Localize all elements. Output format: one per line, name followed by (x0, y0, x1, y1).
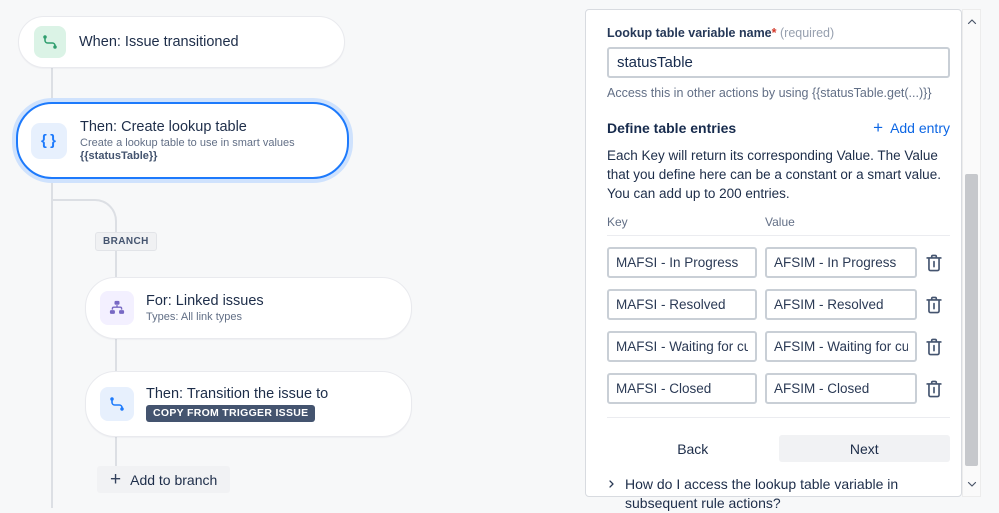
entry-value-input[interactable] (765, 373, 917, 404)
required-asterisk: * (771, 26, 777, 40)
for-card-title: For: Linked issues (146, 293, 264, 309)
linked-issues-hierarchy-icon (100, 291, 134, 325)
trash-icon (926, 296, 942, 313)
entry-key-input[interactable] (607, 373, 757, 404)
workflow-connector-line (51, 68, 53, 508)
trash-icon (926, 338, 942, 355)
scroll-down-icon[interactable] (966, 478, 978, 490)
entry-key-input[interactable] (607, 331, 757, 362)
table-row (607, 373, 949, 404)
help-link-row[interactable]: How do I access the lookup table variabl… (607, 475, 947, 513)
delete-entry-button[interactable] (923, 294, 945, 316)
access-hint-text: Access this in other actions by using {{… (607, 86, 932, 100)
branch-card-linked-issues[interactable]: For: Linked issues Types: All link types (85, 277, 412, 339)
table-header-divider (607, 235, 950, 236)
key-column-header: Key (607, 215, 628, 229)
transition-issue-icon (100, 387, 134, 421)
add-to-branch-label: Add to branch (130, 471, 218, 488)
panel-scrollbar[interactable] (962, 9, 981, 497)
plus-icon: + (873, 118, 884, 137)
entry-key-input[interactable] (607, 247, 757, 278)
table-row (607, 289, 949, 320)
transition-card-title: Then: Transition the issue to (146, 386, 329, 402)
entry-key-input[interactable] (607, 289, 757, 320)
add-entry-button[interactable]: + Add entry (873, 119, 950, 136)
lookup-card-smart-value: {{statusTable}} (80, 150, 158, 162)
lookup-card-title: Then: Create lookup table (80, 119, 247, 135)
delete-entry-button[interactable] (923, 252, 945, 274)
table-bottom-divider (607, 417, 950, 418)
scrollbar-thumb[interactable] (965, 174, 978, 466)
action-card-create-lookup-table[interactable]: { } Then: Create lookup table Create a l… (16, 102, 349, 179)
trash-icon (926, 254, 942, 271)
chevron-right-icon (609, 480, 614, 488)
entry-value-input[interactable] (765, 247, 917, 278)
variable-name-label-text: Lookup table variable name (607, 26, 772, 40)
add-entry-label: Add entry (890, 119, 950, 136)
help-link-text: How do I access the lookup table variabl… (625, 476, 899, 511)
delete-entry-button[interactable] (923, 378, 945, 400)
trigger-card-issue-transitioned[interactable]: When: Issue transitioned (18, 16, 345, 68)
issue-transitioned-icon (34, 26, 66, 58)
lookup-card-subtitle: Create a lookup table to use in smart va… (80, 137, 295, 149)
table-row (607, 331, 949, 362)
value-column-header: Value (765, 215, 795, 229)
variable-name-label: Lookup table variable name* (required) (607, 26, 949, 40)
back-button[interactable]: Back (607, 435, 779, 462)
for-card-subtitle: Types: All link types (146, 311, 242, 323)
required-hint: (required) (776, 26, 835, 40)
entry-value-input[interactable] (765, 331, 917, 362)
copy-from-trigger-badge: COPY FROM TRIGGER ISSUE (146, 405, 316, 422)
scroll-up-icon[interactable] (966, 16, 978, 28)
branch-label: BRANCH (95, 232, 157, 251)
trash-icon (926, 380, 942, 397)
trigger-card-title: When: Issue transitioned (79, 34, 239, 50)
entries-description: Each Key will return its corresponding V… (607, 148, 941, 201)
plus-icon: + (110, 469, 122, 490)
define-table-entries-heading: Define table entries (607, 119, 737, 136)
next-button[interactable]: Next (778, 435, 950, 462)
table-row (607, 247, 949, 278)
delete-entry-button[interactable] (923, 336, 945, 358)
lookup-table-braces-icon: { } (31, 122, 67, 159)
entry-value-input[interactable] (765, 289, 917, 320)
add-to-branch-button[interactable]: + Add to branch (97, 466, 231, 493)
lookup-table-config-panel: Lookup table variable name* (required) A… (585, 9, 962, 511)
branch-card-transition-issue[interactable]: Then: Transition the issue to COPY FROM … (85, 371, 412, 437)
variable-name-input[interactable] (607, 47, 950, 78)
